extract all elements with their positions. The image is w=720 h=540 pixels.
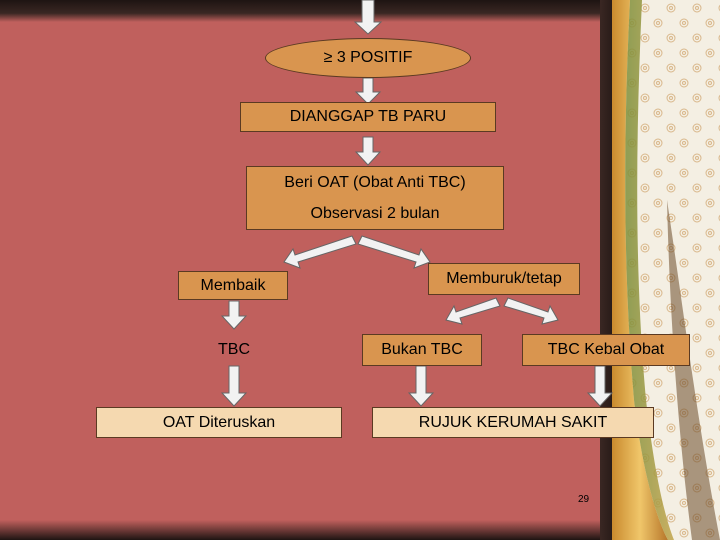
worsening-label: Memburuk/tetap bbox=[446, 270, 562, 287]
refer-hospital-label: RUJUK KERUMAH SAKIT bbox=[418, 413, 608, 431]
continue-oat-label: OAT Diteruskan bbox=[162, 413, 276, 431]
arrow-improving-to-tbc bbox=[220, 300, 248, 330]
resistant-label: TBC Kebal Obat bbox=[547, 341, 665, 358]
arrow-tbc-to-continue bbox=[220, 365, 248, 407]
resistant-box: TBC Kebal Obat bbox=[522, 334, 690, 366]
diagnosis-box: DIANGGAP TB PARU bbox=[240, 102, 496, 132]
arrow-not-tbc-to-refer bbox=[407, 365, 435, 407]
arrow-into-oval bbox=[353, 0, 383, 35]
arrow-oval-to-diagnosis bbox=[354, 77, 382, 105]
continue-oat-box: OAT Diteruskan bbox=[96, 407, 342, 438]
arrow-worsening-to-not-tbc bbox=[445, 297, 501, 325]
arrow-treatment-to-worsening bbox=[357, 235, 431, 269]
observation-label: Observasi 2 bulan bbox=[310, 204, 440, 222]
arrow-treatment-to-improving bbox=[283, 235, 357, 269]
treatment-label: Beri OAT (Obat Anti TBC) bbox=[284, 173, 466, 191]
improving-label: Membaik bbox=[200, 276, 266, 294]
diagnosis-label: DIANGGAP TB PARU bbox=[289, 108, 447, 125]
floral-decoration-panel bbox=[612, 0, 720, 540]
arrow-diagnosis-to-treatment bbox=[354, 136, 382, 166]
positive-count-oval: ≥ 3 POSITIF bbox=[265, 38, 471, 78]
page-number: 29 bbox=[578, 494, 590, 505]
arrow-resistant-to-refer bbox=[586, 365, 614, 407]
worsening-box: Memburuk/tetap bbox=[428, 263, 580, 295]
not-tbc-box: Bukan TBC bbox=[362, 334, 482, 366]
tbc-label: TBC bbox=[218, 341, 250, 358]
not-tbc-label: Bukan TBC bbox=[381, 341, 463, 358]
tbc-box: TBC bbox=[194, 334, 274, 366]
arrow-worsening-to-resistant bbox=[503, 297, 559, 325]
positive-count-label: ≥ 3 POSITIF bbox=[323, 49, 413, 66]
improving-box: Membaik bbox=[178, 271, 288, 300]
treatment-box: Beri OAT (Obat Anti TBC) Observasi 2 bul… bbox=[246, 166, 504, 230]
bottom-frame-shadow bbox=[0, 520, 620, 540]
top-frame-shadow bbox=[0, 0, 620, 22]
refer-hospital-box: RUJUK KERUMAH SAKIT bbox=[372, 407, 654, 438]
